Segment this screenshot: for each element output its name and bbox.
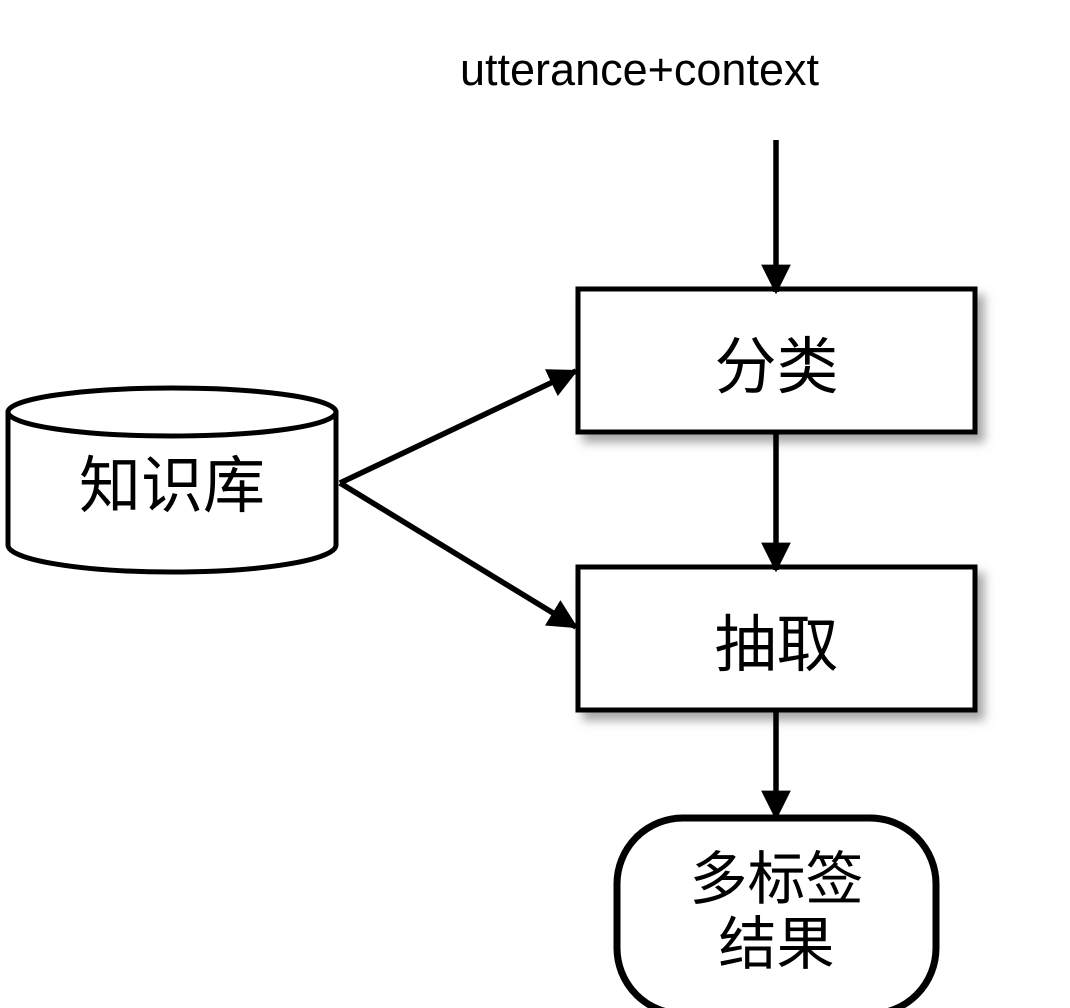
result-terminal-shape	[613, 814, 940, 1008]
extract-box-rect	[575, 564, 978, 713]
classify-box-rect	[575, 286, 978, 435]
edge-kb-to-extract	[338, 480, 579, 630]
cylinder-top-ellipse	[5, 385, 339, 439]
node-extract[interactable]	[575, 564, 978, 713]
node-classify[interactable]	[575, 286, 978, 435]
edge-kb-to-classify	[338, 368, 579, 486]
cylinder-body	[5, 409, 339, 575]
node-knowledge-base[interactable]	[5, 385, 339, 575]
node-result[interactable]	[613, 814, 940, 1008]
